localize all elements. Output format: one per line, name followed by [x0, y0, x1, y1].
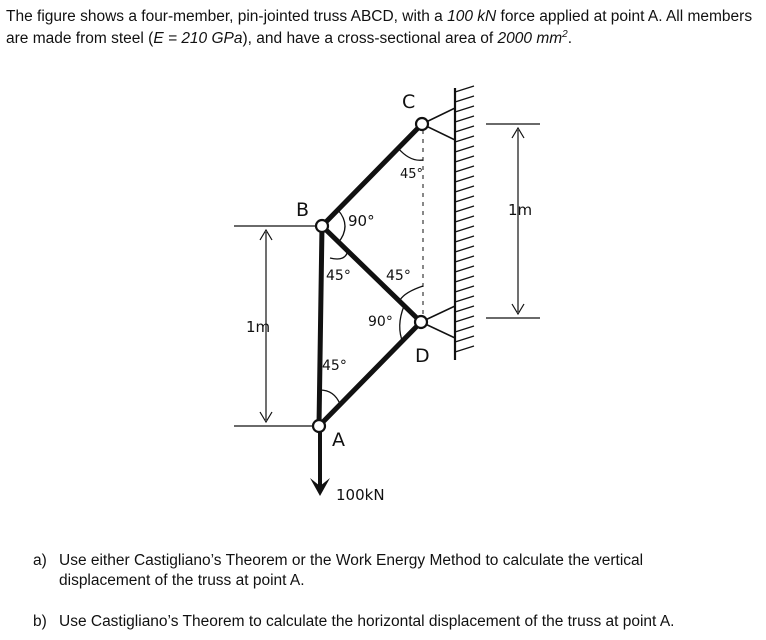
- dim-right-label: 1m: [508, 201, 532, 219]
- modulus-value: E = 210 GPa: [153, 30, 243, 47]
- intro-text-3: ), and have a cross-sectional area of: [242, 30, 498, 47]
- dim-left-label: 1m: [246, 318, 270, 336]
- intro-text-4: .: [567, 30, 573, 47]
- angle-label-a: 45°: [322, 358, 347, 374]
- problem-statement: The figure shows a four-member, pin-join…: [6, 6, 762, 50]
- member-bc: [319, 121, 425, 229]
- joint-b: [314, 218, 330, 234]
- member-ad: [316, 319, 424, 429]
- area-exponent: 2: [562, 28, 568, 40]
- support-d: [419, 304, 456, 340]
- force-value: 100 kN: [447, 8, 497, 25]
- load-arrow-head: [310, 478, 330, 496]
- question-a-text: Use either Castigliano’s Theorem or the …: [59, 552, 644, 589]
- dim-left-lines: [234, 225, 315, 427]
- angle-arcs: [319, 147, 424, 405]
- node-label-c: C: [402, 91, 415, 113]
- load-label: 100kN: [336, 486, 385, 504]
- intro-text-1: The figure shows a four-member, pin-join…: [6, 8, 448, 25]
- question-b-tag: b): [33, 613, 47, 630]
- node-label-b: B: [296, 199, 309, 221]
- angle-label-d-upper: 45°: [386, 268, 411, 284]
- node-label-d: D: [415, 345, 430, 367]
- intro-text-2: force applied at point A. All members ar…: [6, 8, 753, 47]
- angle-label-b-lower: 45°: [326, 268, 351, 284]
- question-a-tag: a): [33, 552, 47, 569]
- area-number: 2000 mm: [497, 30, 563, 47]
- area-value: 2000 mm2: [497, 28, 568, 47]
- joint-d: [413, 314, 429, 330]
- question-a: a) Use either Castigliano’s Theorem or t…: [33, 551, 733, 591]
- member-ab: [316, 223, 325, 429]
- angle-label-d-lower: 90°: [368, 314, 393, 330]
- dim-right-lines: [486, 123, 540, 319]
- question-b-text: Use Castigliano’s Theorem to calculate t…: [59, 613, 675, 630]
- joint-a: [311, 418, 327, 434]
- angle-label-b-top: 90°: [348, 212, 375, 230]
- question-b: b) Use Castigliano’s Theorem to calculat…: [33, 612, 753, 632]
- wall-hatching: [454, 85, 475, 353]
- angle-label-c: 45°: [400, 167, 423, 182]
- support-c: [420, 106, 456, 142]
- joint-c: [414, 116, 430, 132]
- node-label-a: A: [332, 429, 345, 451]
